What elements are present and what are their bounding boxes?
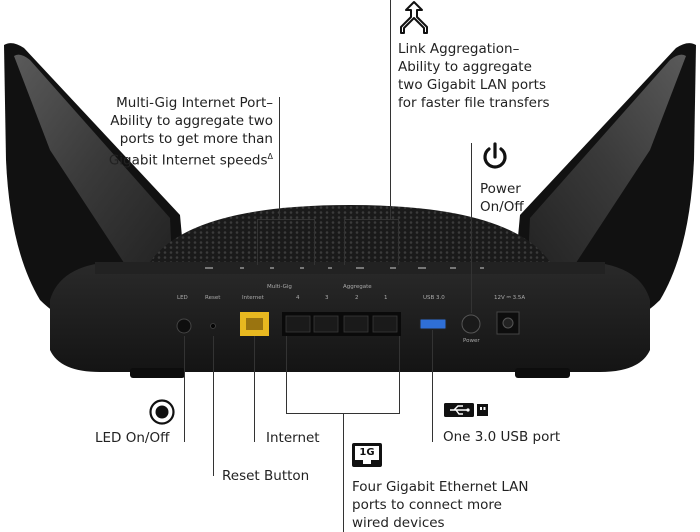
link-agg-leader: [390, 0, 392, 219]
panel-reset-label: Reset: [205, 295, 221, 301]
led-button: [176, 318, 192, 334]
lan-label: Four Gigabit Ethernet LAN ports to conne…: [352, 479, 529, 531]
lan-bracket-left: [286, 336, 288, 414]
panel-port-4: 4: [296, 295, 300, 301]
multigig-bracket: [257, 219, 315, 221]
multigig-label: Multi-Gig Internet Port– Ability to aggr…: [108, 95, 273, 169]
panel-aggregate-label: Aggregate: [343, 284, 372, 290]
lan-leader: [343, 413, 345, 532]
multigig-leader: [279, 97, 281, 219]
panel-usb-label: USB 3.0: [423, 295, 445, 301]
led-label: LED On/Off: [95, 430, 170, 446]
link-agg-label: Link Aggregation– Ability to aggregate t…: [398, 41, 550, 111]
led-leader: [184, 336, 186, 442]
right-wing-face: [528, 54, 686, 272]
usb-leader: [432, 330, 434, 442]
internet-leader: [254, 336, 256, 442]
panel-port-1: 1: [384, 295, 388, 301]
power-leader: [471, 143, 473, 313]
top-mesh: [150, 205, 550, 262]
status-led-strip: [95, 262, 605, 274]
panel-internet-label: Internet: [242, 295, 264, 301]
status-leds: [205, 267, 484, 269]
power-icon: [483, 142, 507, 169]
gigabit-badge-icon: 1G: [352, 443, 382, 467]
panel-port-2: 2: [355, 295, 359, 301]
internet-label: Internet: [266, 430, 320, 446]
power-button: [461, 314, 481, 334]
usb-label: One 3.0 USB port: [443, 429, 561, 445]
panel-power-label: Power: [463, 338, 480, 344]
usb-port: [419, 318, 447, 330]
reset-leader: [213, 336, 215, 476]
left-wing-face: [14, 54, 172, 272]
reset-label: Reset Button: [222, 468, 310, 484]
led-icon: [149, 399, 175, 425]
reset-pinhole: [210, 323, 216, 329]
usb-icon: [444, 403, 488, 417]
panel-led-label: LED: [177, 295, 188, 301]
panel-dc-label: 12V ⎓ 3.5A: [494, 295, 526, 301]
power-label: Power On/Off: [480, 181, 524, 215]
panel-multigig-label: Multi-Gig: [267, 284, 292, 290]
panel-port-3: 3: [325, 295, 329, 301]
lan-bracket-right: [399, 336, 401, 414]
link-agg-bracket: [344, 219, 399, 221]
link-aggregation-icon: [400, 1, 428, 34]
